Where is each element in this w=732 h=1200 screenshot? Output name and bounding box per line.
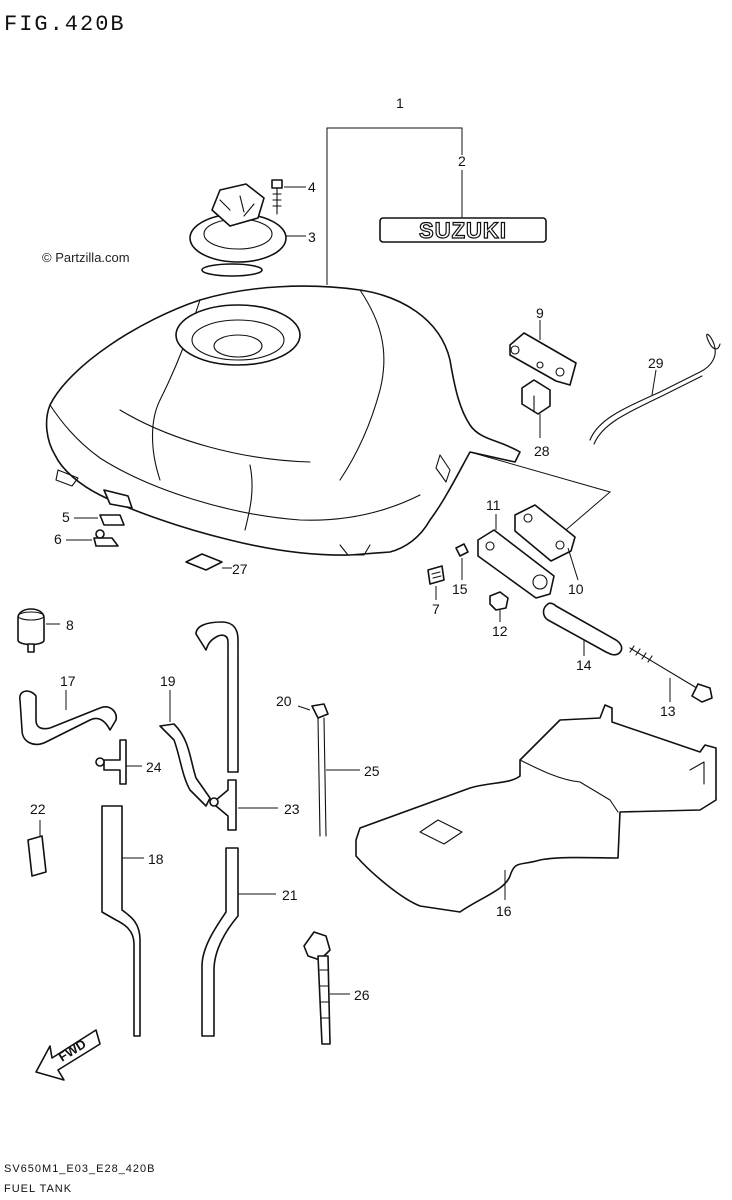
callout-19: 19 xyxy=(160,673,176,689)
hose-joint-23 xyxy=(209,779,237,831)
assembly-bracket-1 xyxy=(326,127,463,285)
callout-8: 8 xyxy=(66,617,74,633)
tank-prop-rod-29 xyxy=(589,333,721,445)
figure-title: FIG.420B xyxy=(4,12,126,37)
callout-13: 13 xyxy=(660,703,676,719)
callout-7: 7 xyxy=(432,601,440,617)
label-22 xyxy=(27,835,47,877)
callout-6: 6 xyxy=(54,531,62,547)
clamp-20 xyxy=(311,703,329,837)
callout-12: 12 xyxy=(492,623,508,639)
hose-17 xyxy=(19,690,118,746)
forward-arrow: FWD xyxy=(35,1029,101,1081)
tank-cushion-5 xyxy=(99,489,133,526)
watermark-text: © Partzilla.com xyxy=(42,250,130,265)
callout-3: 3 xyxy=(308,229,316,245)
suzuki-emblem: SUZUKI xyxy=(379,217,547,244)
callout-15: 15 xyxy=(452,581,468,597)
callout-22: 22 xyxy=(30,801,46,817)
tank-bracket-9 xyxy=(509,332,577,386)
cushion-28 xyxy=(521,379,551,415)
emblem-lettering: SUZUKI xyxy=(419,218,507,243)
callout-20: 20 xyxy=(276,693,292,709)
bolt-13 xyxy=(629,645,713,703)
fuel-cap xyxy=(189,183,287,277)
drawing-code: SV650M1_E03_E28_420B xyxy=(4,1163,156,1175)
collar-12 xyxy=(489,591,509,611)
callout-16: 16 xyxy=(496,903,512,919)
heat-shield-16 xyxy=(355,704,717,913)
callout-9: 9 xyxy=(536,305,544,321)
callout-25: 25 xyxy=(364,763,380,779)
callout-28: 28 xyxy=(534,443,550,459)
hose-18 xyxy=(101,805,141,1037)
figure-caption: FUEL TANK xyxy=(4,1183,72,1195)
callout-10: 10 xyxy=(568,581,584,597)
callout-2: 2 xyxy=(458,153,466,169)
callout-1: 1 xyxy=(396,95,404,111)
callout-27: 27 xyxy=(232,561,248,577)
callout-5: 5 xyxy=(62,509,70,525)
callout-29: 29 xyxy=(648,355,664,371)
callout-11: 11 xyxy=(486,497,501,513)
cap-8 xyxy=(17,608,45,653)
callout-14: 14 xyxy=(576,657,592,673)
hose-upper xyxy=(195,621,239,773)
tank-grommet-6 xyxy=(93,529,119,547)
hose-21 xyxy=(201,847,239,1037)
bracket-11 xyxy=(477,529,555,599)
callout-23: 23 xyxy=(284,801,300,817)
rear-bracket-10 xyxy=(514,504,576,562)
band-26 xyxy=(303,931,331,1045)
hose-19 xyxy=(159,723,211,807)
callout-18: 18 xyxy=(148,851,164,867)
hose-joint-24 xyxy=(95,739,127,785)
callout-26: 26 xyxy=(354,987,370,1003)
callout-4: 4 xyxy=(308,179,316,195)
cap-bolt xyxy=(271,179,283,215)
caution-label-27 xyxy=(185,553,223,571)
callout-17: 17 xyxy=(60,673,76,689)
spacer-14 xyxy=(542,602,623,656)
nut-15 xyxy=(455,543,469,557)
callout-labels: 1 2 3 4 5 6 7 8 9 10 11 12 13 14 15 16 1… xyxy=(30,95,676,1003)
callout-21: 21 xyxy=(282,887,298,903)
damper-7 xyxy=(427,565,445,585)
callout-24: 24 xyxy=(146,759,162,775)
